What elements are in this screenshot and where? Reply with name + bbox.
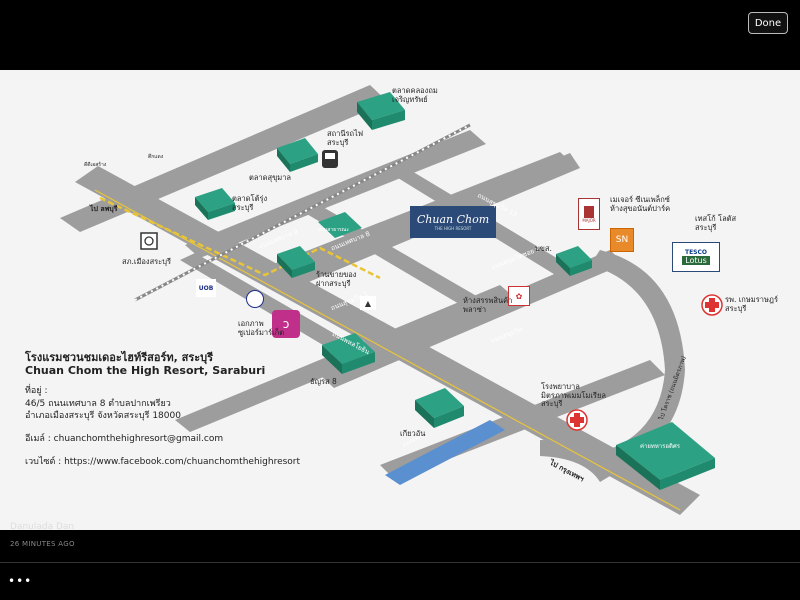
label-kiao: เกียวอัน <box>400 429 426 438</box>
sn-logo: SN <box>610 228 634 252</box>
mall-logo: ✿ <box>508 286 530 306</box>
railway <box>134 123 471 302</box>
label-train-station: สถานีรถไฟ สระบุรี <box>327 129 364 147</box>
lotus-text: Lotus <box>682 256 710 265</box>
hotel-logo-subtitle: THE HIGH RESORT <box>434 226 472 231</box>
label-hospital-kasem: รพ. เกษมราษฎร์ สระบุรี <box>725 295 778 313</box>
road-upper <box>60 85 388 232</box>
label-shop: ร้านขายของ ฝากสระบุรี <box>316 270 357 288</box>
info-email: อีเมล์ : chuanchomthehighresort@gmail.co… <box>25 434 224 444</box>
hotel-logo-title: Chuan Chom <box>416 213 490 226</box>
road-lower <box>320 250 624 388</box>
label-top-left-1: ดีดีเอสร้าง <box>84 162 107 168</box>
ekkaphap-logo: ɔ <box>272 310 300 338</box>
uob-logo: UOB <box>196 279 216 297</box>
info-address-line2: อำเภอเมืองสระบุรี จังหวัดสระบุรี 18000 <box>25 411 181 421</box>
hotel-logo: Chuan Chom THE HIGH RESORT <box>410 206 496 238</box>
label-top-left-2: ตึกแดง <box>148 154 164 160</box>
label-market-kaorung: ตลาดโต้รุ่ง สระบุรี <box>232 194 268 212</box>
label-market-sukhum: ตลาดสุขุมาล <box>249 173 292 182</box>
label-bks: บขส. <box>535 244 552 253</box>
road-round <box>540 440 620 482</box>
bangkok-bank-logo <box>246 290 264 308</box>
uob-text: UOB <box>198 284 214 292</box>
hospital-kasem-icon <box>701 294 723 316</box>
tesco-lotus-logo: TESCO Lotus <box>672 242 720 272</box>
author-name: Danulada Dan <box>10 522 75 532</box>
train-icon <box>322 150 338 168</box>
label-thanyarat: ธัญรส 8 <box>310 377 337 386</box>
canal <box>385 420 505 485</box>
label-major: เมเจอร์ ซีเนเพล็กซ์ ห้างสุขอนันต์ปาร์ค <box>610 195 671 213</box>
label-ekkaphap: เอกภาพ ซูเปอร์มาร์เก็ต <box>238 319 285 337</box>
route-phahon <box>94 189 681 511</box>
major-logo-text: MAJOR <box>582 217 596 223</box>
label-hospital-mittraphap: โรงพยาบาล มิตรภาพเมมโมเรียล สระบุรี <box>541 382 606 409</box>
label-police: สภ.เมืองสระบุรี <box>122 257 172 266</box>
info-address-label: ที่อยู่ : <box>25 386 48 396</box>
done-button[interactable]: Done <box>748 12 788 34</box>
post-timestamp: 26 MINUTES AGO <box>10 540 75 548</box>
label-mall: ห้างสรรพสินค้า พลาซ่า <box>463 296 513 314</box>
footer-divider <box>0 562 800 563</box>
more-options-icon[interactable]: ••• <box>8 574 33 588</box>
info-title-th: โรงแรมชวนชมเดอะไฮท์รีสอร์ท, สระบุรี <box>25 351 214 364</box>
label-market-khlong: ตลาดคลองถม เจริญทรัพย์ <box>392 86 438 104</box>
info-website: เวบไซต์ : https://www.facebook.com/chuan… <box>25 457 301 467</box>
label-tesco: เทสโก้ โลตัส สระบุรี <box>695 214 737 232</box>
tesco-text: TESCO <box>684 249 708 256</box>
major-logo: MAJOR <box>578 198 600 230</box>
label-military: ค่ายทหารอดิศร <box>640 443 680 450</box>
info-title-en: Chuan Chom the High Resort, Saraburi <box>25 364 266 377</box>
road-korat <box>590 250 685 470</box>
label-park: สวนสาธารณะ <box>318 227 350 233</box>
hospital-mittraphap-icon <box>566 409 588 431</box>
shop-logo: ▲ <box>360 296 376 310</box>
police-station-icon <box>140 232 158 250</box>
label-to-lopburi: ไป ลพบุรี <box>90 205 118 213</box>
info-address-line1: 46/5 ถนนเทศบาล 8 ตำบลปากเพรียว <box>25 399 171 409</box>
map-image: Chuan Chom THE HIGH RESORT MAJOR SN TESC… <box>0 70 800 530</box>
